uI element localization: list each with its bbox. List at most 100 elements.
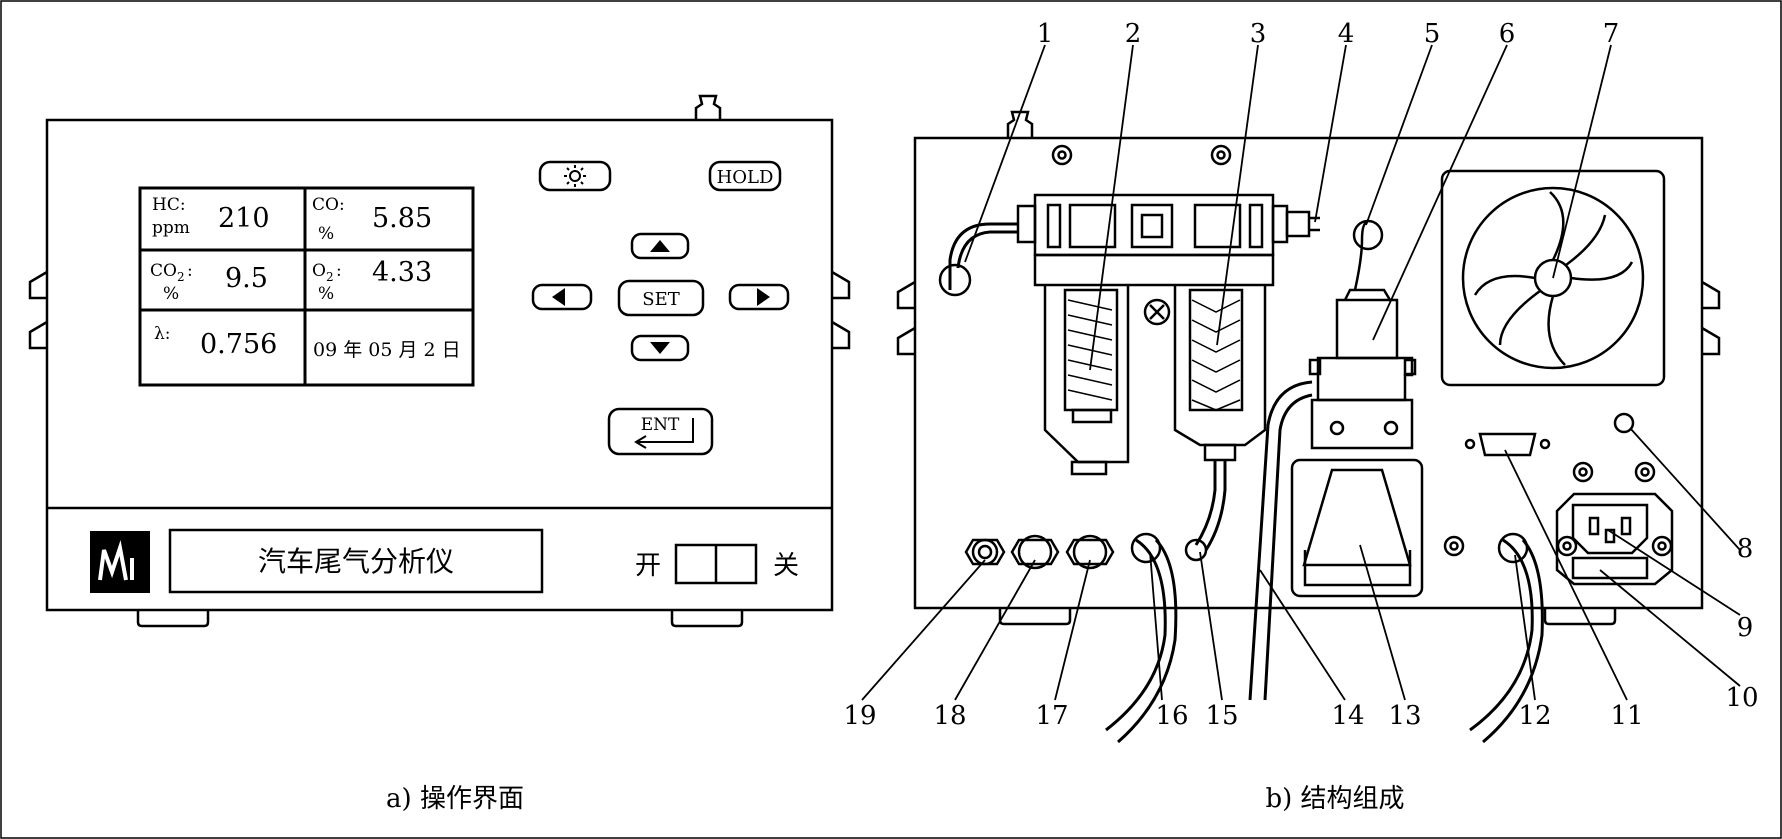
callout-13: 13: [1388, 701, 1421, 731]
ent-button[interactable]: [607, 407, 714, 456]
filter-manifold: [1033, 253, 1275, 287]
callout-11: 11: [1610, 701, 1643, 731]
left-button[interactable]: [531, 283, 593, 311]
water-trap-frame: [1290, 458, 1424, 598]
down-button[interactable]: [630, 334, 690, 362]
ent-label: ENT: [641, 415, 680, 435]
left-arrow-icon: [552, 288, 565, 306]
fitting-18: [1010, 538, 1060, 566]
serial-port: [1478, 432, 1537, 457]
callout-9: 9: [1737, 613, 1754, 643]
fitting-19: [964, 538, 1006, 566]
panel-a: [28, 94, 851, 628]
sun-icon: [564, 165, 586, 187]
callout-16: 16: [1155, 701, 1188, 731]
rear-panel: [913, 136, 1704, 610]
fitting-17: [1065, 538, 1115, 566]
callout-1: 1: [1037, 19, 1054, 49]
right-arrow-icon: [757, 288, 770, 306]
up-arrow-icon: [650, 240, 670, 252]
set-button[interactable]: [617, 279, 705, 317]
filter-bowl-2: [1173, 285, 1267, 447]
foot-left: [136, 610, 210, 628]
co2-value: 9.5: [225, 263, 268, 294]
nameplate: [168, 528, 544, 594]
display-text: HC: ppm 210 CO: % 5.85 CO 2 : % 9.5 O 2 …: [150, 195, 461, 361]
indicator-8: [1613, 412, 1635, 434]
o2-subscript: 2: [326, 270, 334, 284]
o2-label: O: [312, 261, 326, 281]
analyzer-body: [45, 118, 834, 612]
fan-housing: [1440, 169, 1666, 387]
callout-8: 8: [1737, 534, 1754, 564]
callout-10: 10: [1725, 683, 1758, 713]
callout-18: 18: [933, 701, 966, 731]
lambda-value: 0.756: [200, 329, 277, 360]
switch-on-label: 开: [635, 551, 661, 581]
brand-logo: [90, 531, 150, 593]
water-trap: [1302, 468, 1412, 567]
o2-value: 4.33: [372, 257, 432, 288]
set-label: SET: [642, 289, 679, 310]
callout-15: 15: [1205, 701, 1238, 731]
leader-lines: [861, 44, 1741, 701]
switch-off-label: 关: [773, 551, 799, 581]
filter-bowl-1: [1043, 285, 1130, 464]
fuse-holder: [1571, 556, 1649, 580]
o2-colon: :: [336, 261, 342, 281]
backlight-button[interactable]: [538, 160, 612, 192]
hold-button[interactable]: [708, 160, 782, 192]
callout-12: 12: [1518, 701, 1551, 731]
cooling-fan: [1461, 186, 1645, 370]
caption-b: b) 结构组成: [1265, 784, 1404, 814]
callout-19: 19: [843, 701, 876, 731]
foot-right: [670, 610, 744, 628]
panel-b: [896, 110, 1721, 744]
co2-subscript: 2: [177, 270, 185, 284]
b-foot-left: [998, 608, 1072, 626]
hold-label: HOLD: [717, 167, 774, 188]
callout-3: 3: [1250, 19, 1267, 49]
up-button[interactable]: [630, 232, 690, 260]
callout-numbers: 1 2 3 4 5 6 7 8 9 10 11 12 13 14 15 16 1…: [843, 19, 1758, 731]
callout-2: 2: [1125, 19, 1142, 49]
co-unit: %: [318, 224, 334, 244]
callout-5: 5: [1424, 19, 1441, 49]
callout-17: 17: [1035, 701, 1068, 731]
hc-label: HC:: [152, 195, 186, 215]
power-socket: [1571, 503, 1649, 555]
callout-6: 6: [1499, 19, 1516, 49]
callout-7: 7: [1603, 19, 1620, 49]
enter-arrow-icon: [634, 418, 694, 449]
o2-unit: %: [318, 284, 334, 304]
hc-value: 210: [218, 203, 270, 234]
button-glyphs: [90, 165, 770, 593]
b-foot-right: [1543, 608, 1617, 626]
date-readout: 09 年 05 月 2 日: [313, 339, 461, 361]
co2-colon: :: [187, 261, 193, 281]
down-arrow-icon: [650, 342, 670, 354]
left-handle: [28, 270, 48, 350]
hc-unit: ppm: [152, 218, 190, 238]
top-knob: [694, 94, 722, 120]
co2-unit: %: [163, 284, 179, 304]
caption-a: a) 操作界面: [386, 784, 524, 814]
b-left-handle: [896, 280, 916, 356]
callout-14: 14: [1331, 701, 1364, 731]
pump-bracket: [1316, 356, 1414, 402]
power-inlet-frame: [1555, 492, 1674, 586]
co-value: 5.85: [372, 203, 432, 234]
b-right-handle: [1701, 280, 1721, 356]
right-button[interactable]: [728, 283, 790, 311]
logo-mark: [98, 540, 134, 581]
co2-label: CO: [150, 261, 177, 281]
nameplate-text: 汽车尾气分析仪: [258, 545, 454, 578]
lambda-label: λ:: [154, 324, 171, 344]
co-label: CO:: [312, 195, 345, 215]
pump-base: [1310, 398, 1414, 450]
callout-4: 4: [1338, 19, 1355, 49]
right-handle: [831, 270, 851, 350]
